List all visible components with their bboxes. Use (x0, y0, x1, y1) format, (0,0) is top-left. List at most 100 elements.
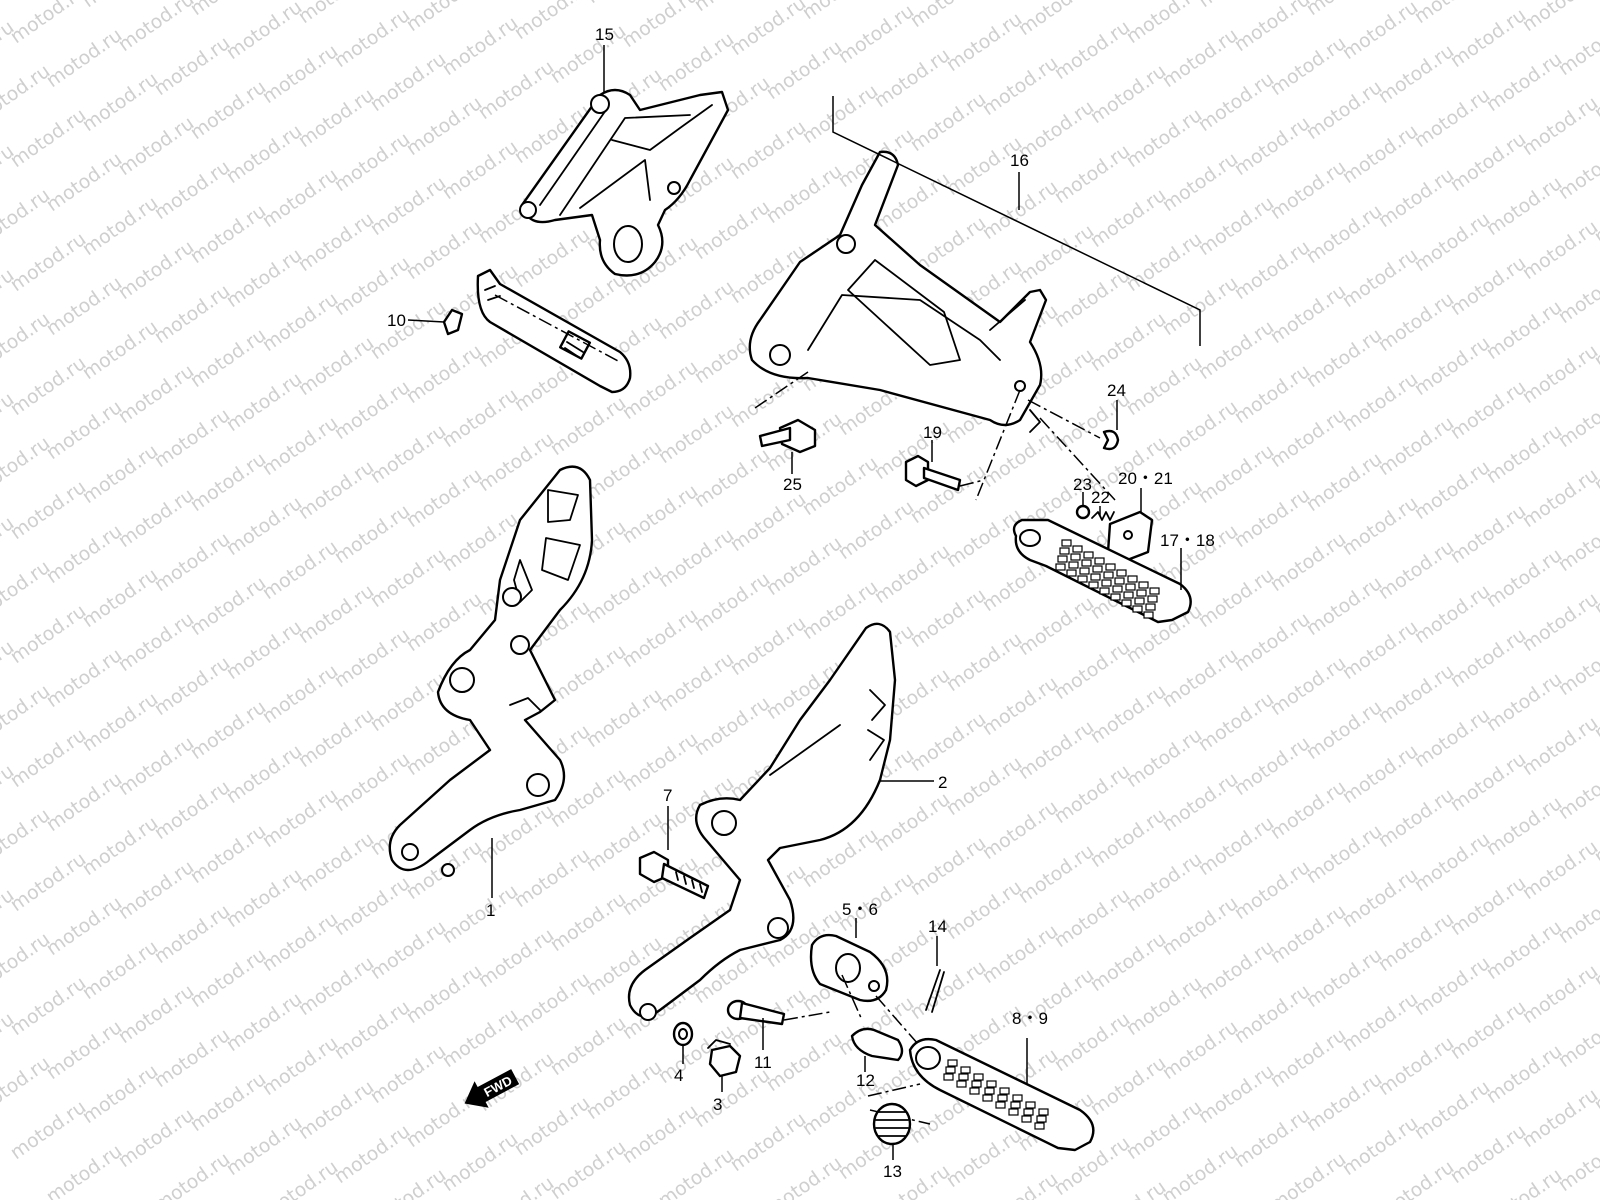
grip-stud (945, 1066, 956, 1074)
grip-stud (995, 1101, 1006, 1109)
part-25-bolt (758, 418, 817, 454)
grip-stud (1110, 593, 1121, 601)
grip-stud (997, 1094, 1008, 1102)
grip-stud (960, 1066, 971, 1074)
grip-stud (1025, 1101, 1036, 1109)
grip-stud (986, 1080, 997, 1088)
part-23-ball (1075, 504, 1091, 520)
part-4-washer (672, 1021, 694, 1047)
callout-24: 24 (1107, 381, 1126, 400)
part-13-return-spring (867, 1083, 931, 1146)
fwd-label: FWD (481, 1073, 514, 1100)
rear-footpeg-grip-pattern (1055, 539, 1160, 619)
callout-16: 16 (1010, 151, 1029, 170)
callout-25: 25 (783, 475, 802, 494)
grip-stud (1034, 1122, 1045, 1130)
grip-stud (1008, 1108, 1019, 1116)
grip-stud (1147, 595, 1158, 603)
grip-stud (982, 1094, 993, 1102)
callout-7: 7 (663, 786, 672, 805)
grip-stud (1077, 575, 1088, 583)
part-14-cotter-pin (925, 969, 945, 1013)
grip-stud (956, 1080, 967, 1088)
part-12-bush (850, 1027, 904, 1062)
grip-stud (1125, 583, 1136, 591)
leader-10 (407, 319, 445, 323)
grip-stud (1090, 573, 1101, 581)
grip-stud (1145, 603, 1156, 611)
callout-2: 2 (938, 773, 947, 792)
callout-23: 23 (1073, 475, 1092, 494)
grip-stud (1112, 585, 1123, 593)
callout-14: 14 (928, 917, 947, 936)
grip-stud (958, 1073, 969, 1081)
grip-stud (1121, 599, 1132, 607)
grip-stud (1081, 559, 1092, 567)
grip-stud (1021, 1115, 1032, 1123)
part-1-front-bracket (388, 465, 594, 877)
callout-4: 4 (674, 1066, 683, 1085)
grip-stud (1072, 545, 1083, 553)
grip-stud (1079, 567, 1090, 575)
grip-stud (1099, 587, 1110, 595)
grip-stud (1132, 605, 1143, 613)
grip-stud (1059, 547, 1070, 555)
part-3-bolt (707, 1039, 742, 1078)
part-20-21-plate (1106, 510, 1154, 564)
grip-stud (1105, 563, 1116, 571)
grip-stud (971, 1080, 982, 1088)
grip-stud (947, 1059, 958, 1067)
grip-stud (1012, 1094, 1023, 1102)
grip-stud (1123, 591, 1134, 599)
callout-1: 1 (486, 901, 495, 920)
grip-stud (1138, 581, 1149, 589)
grip-stud (999, 1087, 1010, 1095)
grip-stud (1094, 557, 1105, 565)
grip-stud (1143, 611, 1154, 619)
callout-8-9: 8・9 (1012, 1009, 1048, 1028)
grip-stud (1116, 569, 1127, 577)
callout-13: 13 (883, 1162, 902, 1181)
callout-17-18: 17・18 (1160, 531, 1215, 550)
grip-stud (984, 1087, 995, 1095)
callout-12: 12 (856, 1071, 875, 1090)
grip-stud (1092, 565, 1103, 573)
callout-19: 19 (923, 423, 942, 442)
bracket-16 (832, 96, 1201, 346)
part-8-9-front-footpeg (908, 1037, 1095, 1152)
grip-stud (1103, 571, 1114, 579)
front-footpeg-grip-pattern (943, 1059, 1049, 1130)
grip-stud (1088, 581, 1099, 589)
part-19-bolt (904, 454, 985, 492)
grip-stud (1070, 553, 1081, 561)
callout-3: 3 (713, 1095, 722, 1114)
grip-stud (1101, 579, 1112, 587)
part-10-clip-and-shield (442, 268, 632, 394)
part-17-18-rear-footpeg (1012, 518, 1192, 624)
callout-11: 11 (754, 1053, 772, 1072)
fwd-arrow-icon: FWD (464, 1069, 520, 1108)
callout-10: 10 (387, 311, 406, 330)
part-16-rear-bracket-assembly (748, 150, 1116, 501)
callout-22: 22 (1091, 488, 1110, 507)
grip-stud (1038, 1108, 1049, 1116)
callout-20-21: 20・21 (1118, 469, 1173, 488)
grip-stud (1068, 561, 1079, 569)
grip-stud (969, 1087, 980, 1095)
part-22-spring (1091, 511, 1115, 521)
grip-stud (1057, 555, 1068, 563)
grip-stud (1010, 1101, 1021, 1109)
grip-stud (1083, 551, 1094, 559)
part-11-pivot-pin (726, 999, 831, 1026)
part-15-rear-bracket (519, 88, 730, 277)
grip-stud (1061, 539, 1072, 547)
grip-stud (1136, 589, 1147, 597)
grip-stud (1055, 563, 1066, 571)
grip-stud (1023, 1108, 1034, 1116)
part-2-front-bracket-heelguard (627, 622, 897, 1021)
grip-stud (1036, 1115, 1047, 1123)
grip-stud (1149, 587, 1160, 595)
callout-5-6: 5・6 (842, 900, 878, 919)
